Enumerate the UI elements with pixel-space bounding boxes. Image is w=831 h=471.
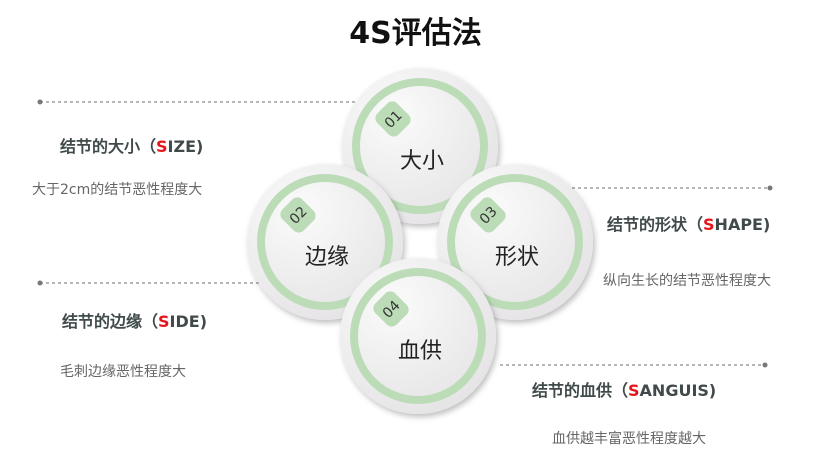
leader-dot: [767, 185, 773, 191]
item-desc-shape: 纵向生长的结节恶性程度大: [603, 273, 771, 289]
circle-ring: [350, 268, 486, 404]
item-desc-size: 大于2cm的结节恶性程度大: [32, 182, 203, 198]
item-desc-side: 毛刺边缘恶性程度大: [60, 364, 186, 380]
circle-disc: [437, 164, 593, 320]
leader-dot: [37, 280, 43, 286]
leader-dot: [762, 362, 768, 368]
circle-label: 血供: [398, 339, 442, 364]
number-tab: [375, 101, 411, 137]
circle-ring: [447, 174, 583, 310]
item-title-size: 结节的大小（SIZE): [60, 137, 204, 156]
circle-label: 形状: [495, 245, 539, 270]
circle-label: 边缘: [305, 245, 349, 270]
circle-label: 大小: [400, 149, 444, 174]
circle-ring: [352, 78, 488, 214]
item-title-sanguis: 结节的血供（SANGUIS): [532, 381, 717, 400]
leader-dot: [37, 99, 43, 105]
number-tab: [280, 197, 316, 233]
item-desc-sanguis: 血供越丰富恶性程度越大: [552, 431, 706, 447]
circle-ring: [257, 174, 393, 310]
slide-title: 4S评估法: [349, 16, 482, 51]
number-tab: [470, 197, 506, 233]
item-title-side: 结节的边缘（SIDE): [62, 312, 208, 331]
item-title-shape: 结节的形状（SHAPE): [607, 215, 771, 234]
circle-disc: [340, 258, 496, 414]
number-tab: [373, 291, 409, 327]
circle-disc: [342, 68, 498, 224]
